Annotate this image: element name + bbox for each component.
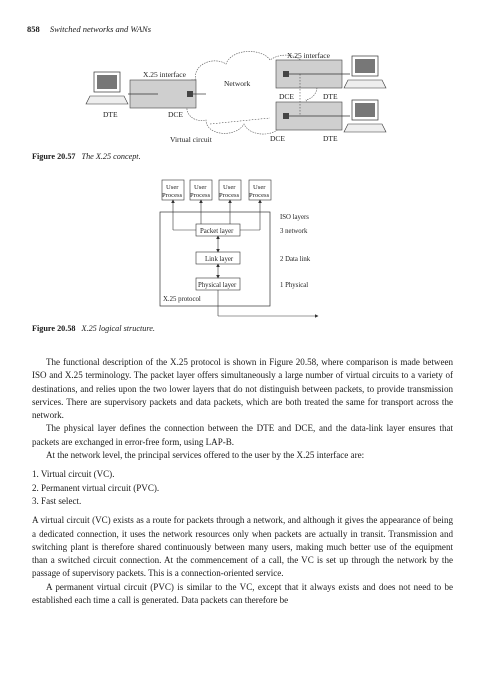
services-list: 1. Virtual circuit (VC). 2. Permanent vi… <box>32 468 453 508</box>
caption-text-1: The X.25 concept. <box>81 152 141 161</box>
user-process-2-line2: Process <box>190 192 211 199</box>
iso-2-label: 2 Data link <box>280 256 311 263</box>
label-dce-left: DCE <box>168 110 183 119</box>
iso-1-label: 1 Physical <box>280 282 308 289</box>
user-process-4-line1: User <box>253 184 266 191</box>
computer-icon-right-bottom <box>343 99 387 133</box>
user-process-4-line2: Process <box>249 192 270 199</box>
computer-icon-right-top <box>343 55 387 89</box>
link-layer-label: Link layer <box>205 256 234 263</box>
figure-caption-1: Figure 20.57 The X.25 concept. <box>32 152 141 161</box>
user-process-3-line2: Process <box>219 192 240 199</box>
paragraph-5: A permanent virtual circuit (PVC) is sim… <box>32 581 453 606</box>
label-dte-right-bottom: DTE <box>323 134 338 143</box>
user-process-box-2 <box>189 179 213 201</box>
physical-layer-label: Physical layer <box>198 282 237 289</box>
label-virtual-circuit: Virtual circuit <box>170 135 213 144</box>
label-dte-right-top: DTE <box>323 92 338 101</box>
user-process-2-line1: User <box>194 184 207 191</box>
figure-caption-2: Figure 20.58 X.25 logical structure. <box>32 324 155 333</box>
physical-layer-box <box>195 277 241 291</box>
x25-interface-box-right-top <box>275 59 343 89</box>
list-item: 3. Fast select. <box>32 495 82 506</box>
computer-icon-left <box>85 71 129 105</box>
iso-3-label: 3 network <box>280 228 308 235</box>
packet-layer-box <box>195 223 241 237</box>
label-x25-interface-right: X.25 interface <box>287 51 331 60</box>
x25-interface-box-left <box>129 79 197 109</box>
user-process-1-line2: Process <box>162 192 183 199</box>
label-x25-interface-left: X.25 interface <box>143 70 187 79</box>
network-cloud <box>184 51 318 135</box>
caption-number-1: Figure 20.57 <box>32 152 76 161</box>
running-title: Switched networks and WANs <box>49 24 152 34</box>
list-item: 1. Virtual circuit (VC). <box>32 469 115 480</box>
label-network: Network <box>224 79 250 88</box>
label-dce-right-top: DCE <box>279 92 294 101</box>
user-process-box-1 <box>161 179 185 201</box>
list-item: 2. Permanent virtual circuit (PVC). <box>32 482 160 493</box>
link-layer-box <box>195 251 241 265</box>
paragraph-1: The functional description of the X.25 p… <box>32 357 453 421</box>
iso-layers-label: ISO layers <box>280 214 309 221</box>
paragraph-3: At the network level, the principal serv… <box>46 450 365 461</box>
caption-number-2: Figure 20.58 <box>32 324 76 333</box>
user-process-box-4 <box>248 179 272 201</box>
page-number: 858 <box>27 24 40 34</box>
x25-interface-box-right-bottom <box>275 101 343 131</box>
user-process-box-3 <box>218 179 242 201</box>
user-process-3-line1: User <box>223 184 236 191</box>
figure-x25-logical-structure <box>159 179 319 318</box>
user-process-1-line1: User <box>166 184 179 191</box>
label-dce-right-bottom: DCE <box>270 134 285 143</box>
caption-text-2: X.25 logical structure. <box>81 324 155 333</box>
paragraph-4: A virtual circuit (VC) exists as a route… <box>32 515 453 579</box>
body-text: The functional description of the X.25 p… <box>32 356 453 607</box>
page-header: 858 Switched networks and WANs <box>27 24 151 34</box>
packet-layer-label: Packet layer <box>200 228 234 235</box>
paragraph-2: The physical layer defines the connectio… <box>32 423 453 447</box>
label-dte-left: DTE <box>103 110 118 119</box>
x25-protocol-label: X.25 protocol <box>163 296 201 303</box>
